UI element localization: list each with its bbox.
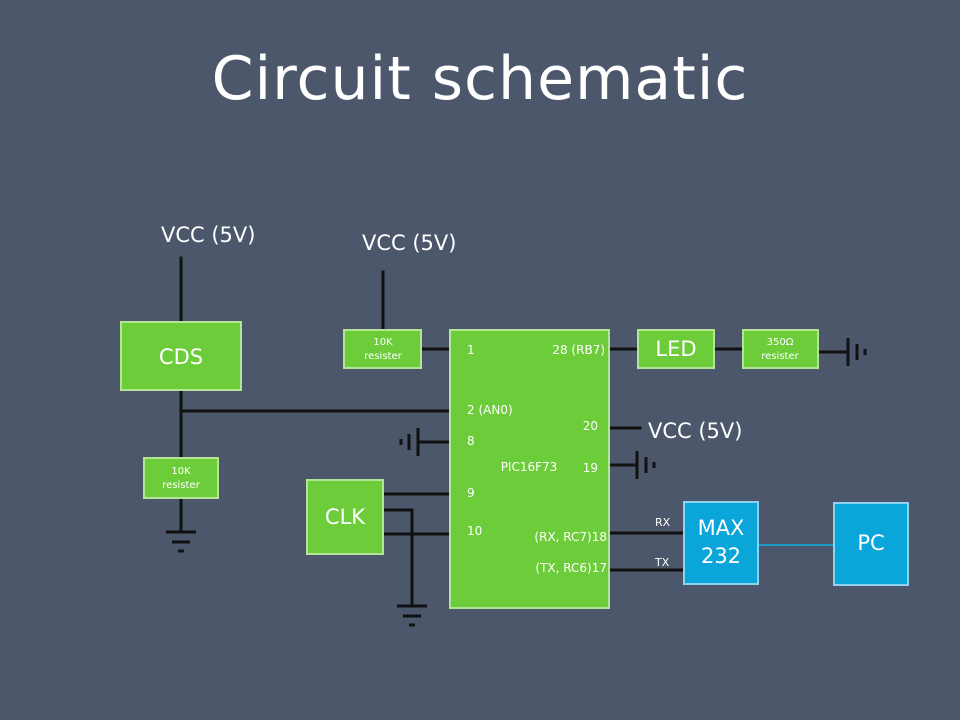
resistor-left-type: resister (162, 480, 200, 491)
resistor-10k-top (343, 329, 422, 369)
ground-symbol-clk (397, 604, 427, 627)
cds-sensor (120, 321, 242, 391)
max232-label-line1: MAX (698, 516, 745, 540)
wire-clk-ground (381, 508, 414, 608)
pc-label: PC (857, 531, 884, 555)
ground-symbol-led (846, 338, 867, 366)
page-title: Circuit schematic (211, 44, 749, 114)
clk-label: CLK (325, 505, 366, 529)
resistor-10k-left (143, 457, 219, 499)
chip-name: PIC16F73 (501, 460, 558, 474)
vcc-label-mid: VCC (5V) (362, 231, 456, 255)
resistor-350-ohm (742, 329, 819, 369)
chip-pin-2: 2 (AN0) (467, 403, 513, 417)
chip-pin-28: 28 (RB7) (552, 343, 605, 357)
vcc-label-left: VCC (5V) (161, 223, 255, 247)
max232-chip (683, 501, 759, 585)
resistor-top-value: 10K (373, 337, 393, 348)
max232-label-line2: 232 (701, 544, 741, 568)
led (637, 329, 715, 369)
resistor-top-type: resister (364, 351, 402, 362)
led-label: LED (655, 337, 696, 361)
resistor-left-value: 10K (171, 466, 191, 477)
chip-pin-8: 8 (467, 434, 475, 448)
chip-pin-17: (TX, RC6)17 (535, 561, 607, 575)
ground-symbol-pin19 (635, 451, 656, 479)
ground-symbol-pin8 (399, 428, 420, 456)
vcc-label-right: VCC (5V) (648, 419, 742, 443)
chip-pin-10: 10 (467, 524, 482, 538)
cds-label: CDS (159, 345, 203, 369)
clk-block (306, 479, 384, 555)
chip-pin-18: (RX, RC7)18 (534, 530, 607, 544)
chip-pin-20: 20 (583, 419, 598, 433)
wires (179, 256, 850, 608)
pic16f73-chip (449, 329, 610, 609)
chip-pin-1: 1 (467, 343, 475, 357)
chip-pin-9: 9 (467, 486, 475, 500)
resistor-led-value: 350Ω (767, 337, 794, 348)
rx-label: RX (655, 516, 671, 529)
chip-pin-19: 19 (583, 461, 598, 475)
tx-label: TX (654, 556, 670, 569)
resistor-led-type: resister (761, 351, 799, 362)
pc-block (833, 502, 909, 586)
ground-symbol-left (166, 530, 196, 553)
